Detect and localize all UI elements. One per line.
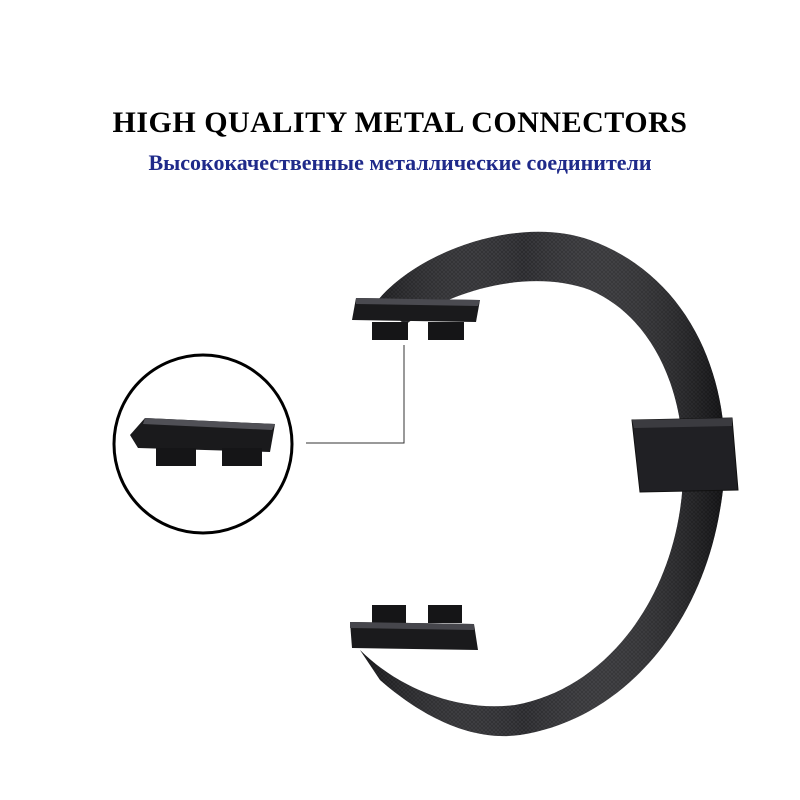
top-connector xyxy=(352,298,480,340)
mesh-band xyxy=(360,231,725,737)
bottom-connector xyxy=(350,605,478,650)
subheadline-russian: Высококачественные металлические соедини… xyxy=(148,150,652,175)
magnetic-clasp xyxy=(631,417,739,493)
callout-line xyxy=(306,345,405,444)
zoom-circle xyxy=(112,353,294,535)
headline: HIGH QUALITY METAL CONNECTORS xyxy=(112,106,688,139)
